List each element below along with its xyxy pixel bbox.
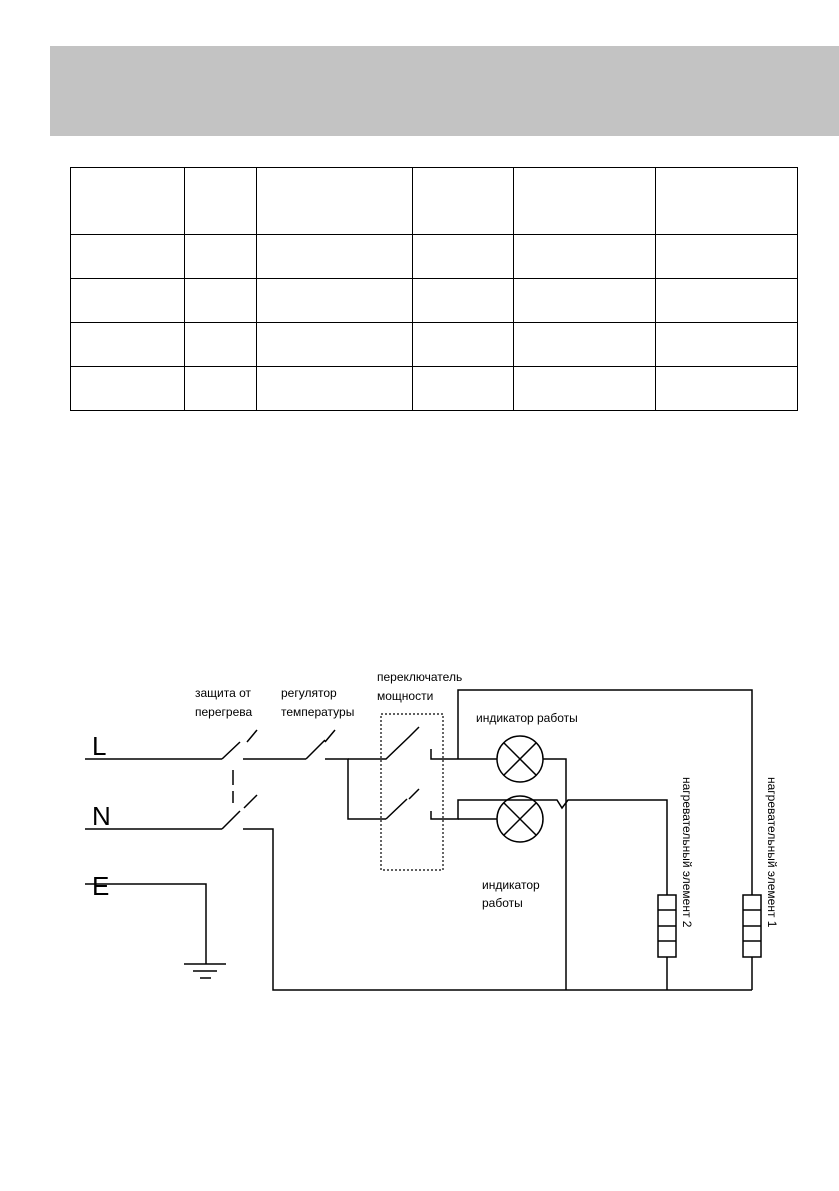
power-switch-top	[348, 726, 445, 760]
power-switch-bottom	[385, 788, 445, 820]
label-overheat-1: защита от	[195, 686, 252, 700]
label-indicator-bottom-1: индикатор	[482, 878, 540, 892]
table-cell	[184, 167, 257, 235]
table-cell	[70, 366, 185, 411]
wire-l-to-switch	[325, 758, 386, 820]
table-cell	[412, 234, 514, 279]
label-indicator-bottom-2: работы	[482, 896, 523, 910]
label-thermostat-2: температуры	[281, 705, 354, 719]
spec-table	[70, 167, 798, 411]
wire-lower	[445, 799, 668, 895]
table-cell	[256, 366, 413, 411]
table-cell	[655, 322, 798, 367]
wire-top-loop	[457, 689, 753, 895]
label-power-switch-1: переключатель	[377, 670, 462, 684]
terminal-l: L	[92, 731, 106, 761]
table-cell	[655, 167, 798, 235]
label-heater-1: нагревательный элемент 1	[765, 777, 779, 928]
overheat-switch-l	[221, 729, 258, 760]
table-cell	[513, 366, 656, 411]
table-cell	[70, 234, 185, 279]
header-bar	[50, 46, 839, 136]
wire-e	[85, 883, 207, 964]
table-cell	[70, 322, 185, 367]
table-cell	[655, 366, 798, 411]
overheat-switch-n	[221, 794, 258, 830]
wire-indicator-top	[445, 758, 567, 990]
table-cell	[513, 167, 656, 235]
table-row	[70, 234, 798, 279]
table-cell	[256, 234, 413, 279]
label-power-switch-2: мощности	[377, 689, 433, 703]
label-heater-2: нагревательный элемент 2	[680, 777, 694, 928]
label-overheat-2: перегрева	[195, 705, 252, 719]
indicator-lamp-top	[496, 735, 544, 783]
label-thermostat-1: регулятор	[281, 686, 337, 700]
table-cell	[184, 234, 257, 279]
table-cell	[655, 278, 798, 323]
table-cell	[412, 366, 514, 411]
indicator-lamp-bottom	[496, 795, 544, 843]
table-cell	[412, 278, 514, 323]
heating-element-1	[742, 894, 762, 958]
wire-n-down	[243, 828, 752, 991]
terminal-n: N	[92, 801, 111, 831]
table-cell	[655, 234, 798, 279]
label-indicator-top: индикатор работы	[476, 711, 578, 725]
table-cell	[513, 278, 656, 323]
table-row	[70, 366, 798, 411]
table-cell	[184, 322, 257, 367]
thermostat-switch	[305, 729, 336, 760]
table-cell	[70, 167, 185, 235]
table-cell	[256, 278, 413, 323]
terminal-e: E	[92, 871, 109, 901]
power-switch-box	[380, 713, 444, 871]
ground-symbol	[184, 963, 226, 979]
table-cell	[70, 278, 185, 323]
heating-element-2	[657, 894, 677, 958]
